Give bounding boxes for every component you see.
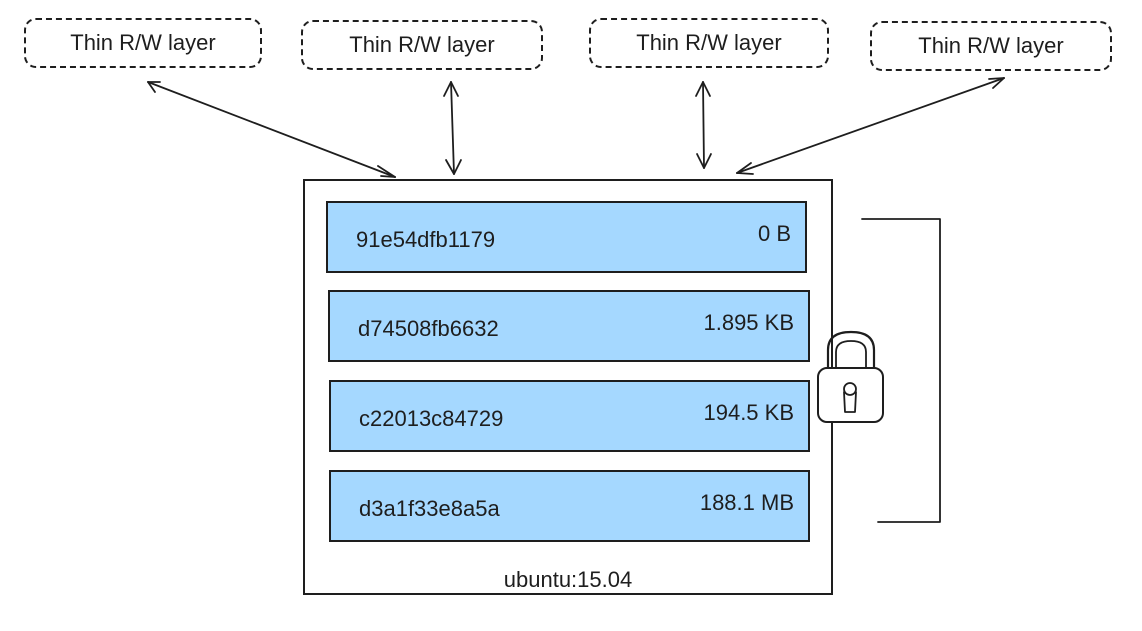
image-layer-row: c22013c84729 194.5 KB	[329, 380, 810, 452]
layer-id: 91e54dfb1179	[356, 227, 496, 253]
rw-layer-box-2: Thin R/W layer	[301, 20, 543, 70]
layer-id: d3a1f33e8a5a	[359, 496, 500, 522]
layer-size: 188.1 MB	[699, 489, 794, 515]
image-layer-row: 91e54dfb1179 0 B	[326, 201, 807, 273]
arrow-connector-3	[695, 81, 712, 169]
layer-size: 1.895 KB	[703, 309, 794, 335]
layer-id: d74508fb6632	[358, 316, 499, 342]
arrow-connector-4	[736, 77, 1005, 175]
rw-layer-label: Thin R/W layer	[349, 32, 495, 57]
rw-layer-label: Thin R/W layer	[918, 33, 1064, 58]
rw-layer-label: Thin R/W layer	[70, 30, 216, 55]
arrow-connector-1	[147, 81, 396, 178]
rw-layer-box-1: Thin R/W layer	[24, 18, 262, 68]
layers-bracket	[861, 218, 941, 523]
layer-size: 0 B	[757, 220, 791, 246]
rw-layer-box-3: Thin R/W layer	[589, 18, 829, 68]
rw-layer-box-4: Thin R/W layer	[870, 21, 1112, 71]
rw-layer-label: Thin R/W layer	[636, 30, 782, 55]
lock-icon	[817, 330, 884, 423]
image-container: 91e54dfb1179 0 B d74508fb6632 1.895 KB c…	[303, 179, 833, 595]
arrow-connector-2	[443, 81, 462, 175]
image-name-label: ubuntu:15.04	[503, 567, 633, 592]
image-layer-row: d3a1f33e8a5a 188.1 MB	[329, 470, 810, 542]
image-layer-row: d74508fb6632 1.895 KB	[328, 290, 810, 362]
layer-size: 194.5 KB	[703, 399, 794, 425]
layer-id: c22013c84729	[359, 406, 504, 432]
